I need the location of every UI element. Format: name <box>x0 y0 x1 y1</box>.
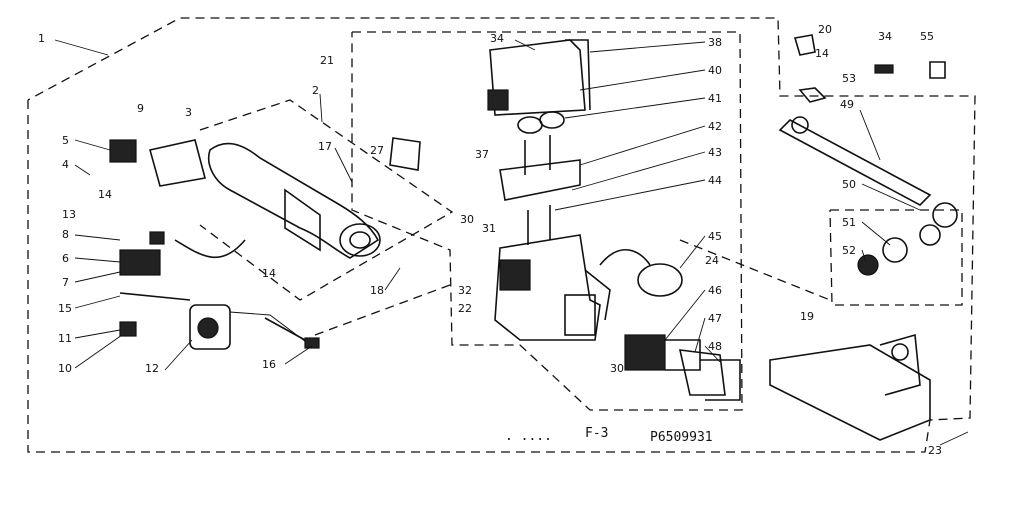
label-8: 8 <box>62 228 69 241</box>
part-pins-44 <box>527 205 551 245</box>
part-bracket-47-48 <box>678 349 741 401</box>
label-51: 51 <box>842 216 856 229</box>
part-small-clips <box>793 34 946 103</box>
label-14a: 14 <box>98 188 112 201</box>
part-rod-49 <box>778 116 932 206</box>
label-11: 11 <box>58 332 72 345</box>
part-code: P6509931 <box>650 430 713 445</box>
label-31: 31 <box>482 222 496 235</box>
label-38: 38 <box>708 36 722 49</box>
label-34b: 34 <box>878 30 892 43</box>
label-37: 37 <box>475 148 489 161</box>
part-bracket-19 <box>769 333 931 441</box>
label-27: 27 <box>370 144 384 157</box>
figure-number: F-3 <box>585 426 608 441</box>
label-9: 9 <box>137 102 144 115</box>
label-24: 24 <box>705 254 719 267</box>
dash-connector-2 <box>679 239 831 301</box>
label-1: 1 <box>38 32 45 45</box>
dashed-outlines <box>27 17 976 453</box>
label-2: 2 <box>312 84 319 97</box>
caption-dots: . .... <box>505 429 552 444</box>
part-bracket-3 <box>109 139 206 187</box>
label-14b: 14 <box>262 267 276 280</box>
label-42: 42 <box>708 120 722 133</box>
label-41: 41 <box>708 92 722 105</box>
label-10: 10 <box>58 362 72 375</box>
label-13: 13 <box>62 208 76 221</box>
label-23: 23 <box>928 444 942 457</box>
label-7: 7 <box>62 276 69 289</box>
label-34a: 34 <box>490 32 504 45</box>
label-46: 46 <box>708 284 722 297</box>
leader-lines <box>74 39 969 446</box>
part-gas-valve <box>494 234 611 341</box>
label-5: 5 <box>62 134 69 147</box>
label-6: 6 <box>62 252 69 265</box>
label-47: 47 <box>708 312 722 325</box>
label-16: 16 <box>262 358 276 371</box>
label-44: 44 <box>708 174 722 187</box>
part-labels: 1 2 3 4 5 6 7 8 9 10 11 12 13 14 14 14 1… <box>38 23 942 457</box>
label-14c: 14 <box>815 47 829 60</box>
label-22: 22 <box>458 302 472 315</box>
label-32: 32 <box>458 284 472 297</box>
label-21: 21 <box>320 54 334 67</box>
control-box-outline <box>351 31 743 411</box>
fitting-box-outline <box>829 209 963 306</box>
part-burner-tube <box>208 142 381 259</box>
label-53: 53 <box>842 72 856 85</box>
label-19: 19 <box>800 310 814 323</box>
outer-boundary <box>27 17 976 453</box>
part-thermostat-12 <box>189 304 311 350</box>
label-49: 49 <box>840 98 854 111</box>
label-43: 43 <box>708 146 722 159</box>
label-15: 15 <box>58 302 72 315</box>
part-wire-45 <box>599 248 683 297</box>
label-3: 3 <box>185 106 192 119</box>
part-relay-46 <box>624 334 701 371</box>
label-52: 52 <box>842 244 856 257</box>
label-50: 50 <box>842 178 856 191</box>
label-40: 40 <box>708 64 722 77</box>
label-12: 12 <box>145 362 159 375</box>
label-30a: 30 <box>460 213 474 226</box>
label-4: 4 <box>62 158 69 171</box>
label-45: 45 <box>708 230 722 243</box>
label-18: 18 <box>370 284 384 297</box>
label-17: 17 <box>318 140 332 153</box>
part-solenoid-top <box>487 39 591 201</box>
label-55: 55 <box>920 30 934 43</box>
part-fittings-50-52 <box>857 202 958 276</box>
label-30b: 30 <box>610 362 624 375</box>
caption: . .... F-3 P6509931 <box>505 426 713 445</box>
part-valve-assembly-left <box>119 231 246 337</box>
burner-outline <box>199 99 454 301</box>
label-48: 48 <box>708 340 722 353</box>
dash-connector-1 <box>314 284 451 336</box>
part-pilot-tube-16 <box>119 292 320 349</box>
part-plate-27 <box>389 137 421 171</box>
label-20: 20 <box>818 23 832 36</box>
